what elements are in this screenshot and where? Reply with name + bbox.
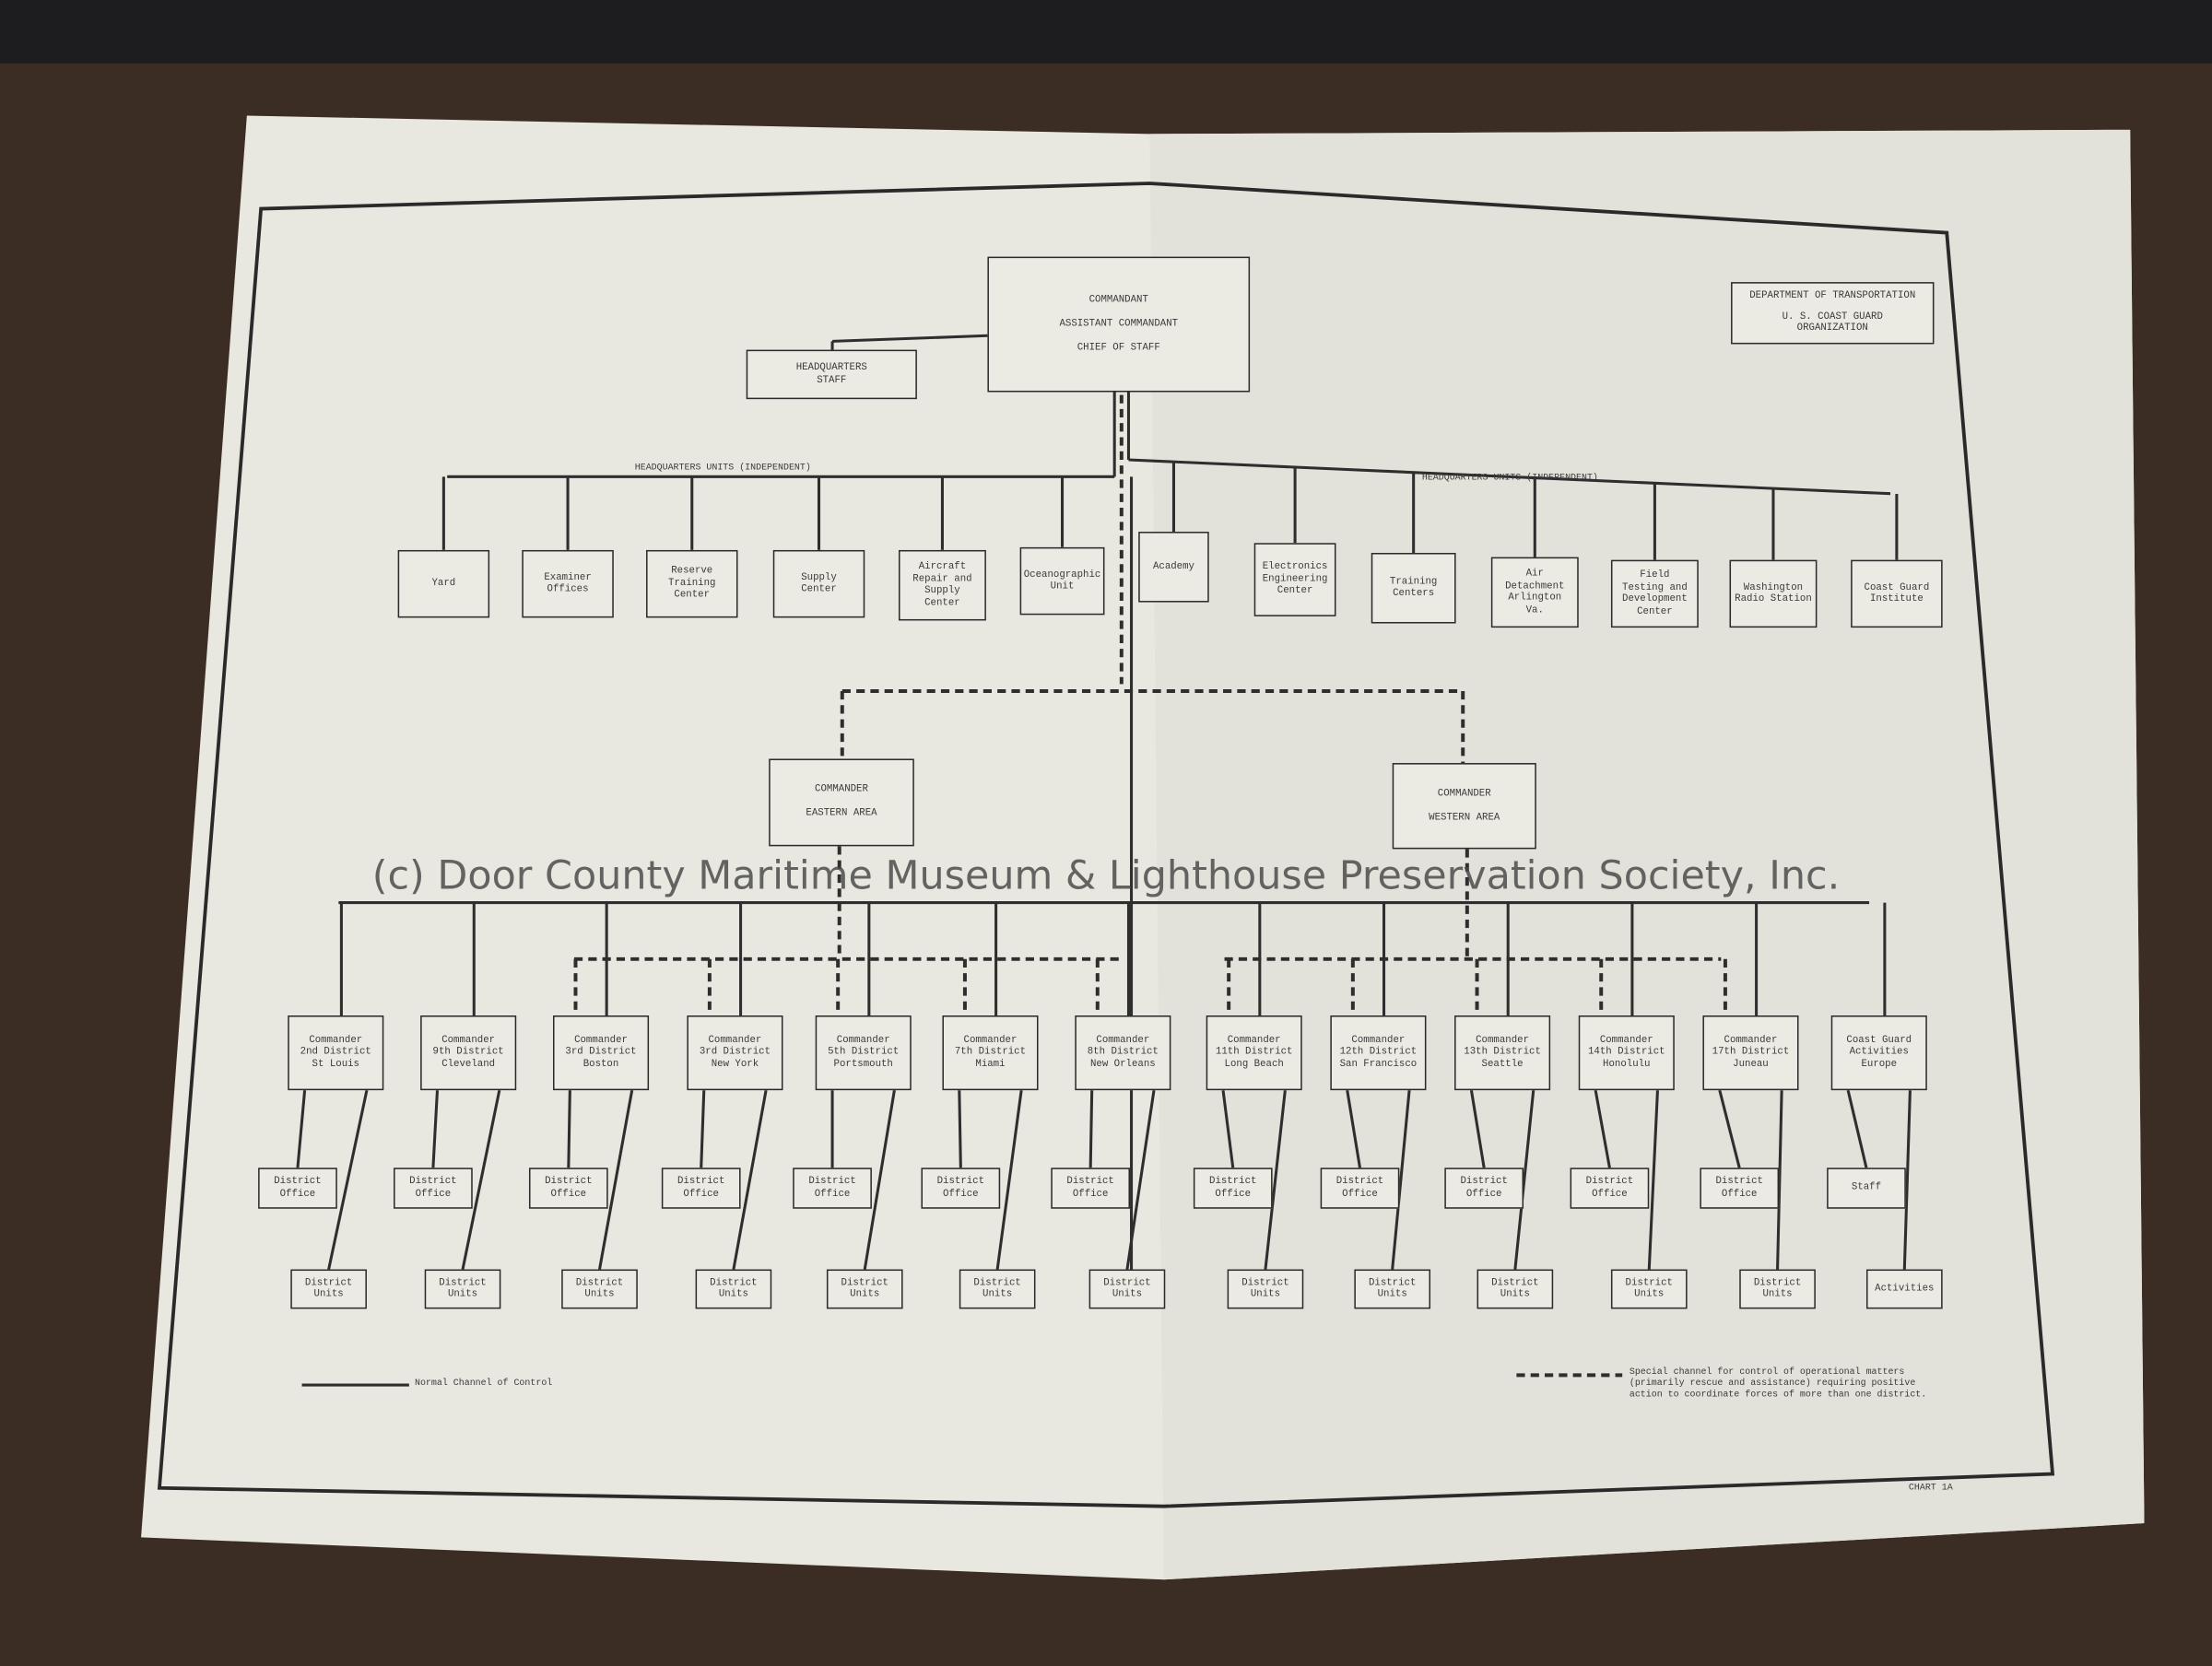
district-office-box: District Office — [793, 1167, 872, 1209]
connector-line — [597, 1089, 634, 1270]
district-units-box: District Units — [290, 1269, 367, 1309]
district-commander-box: Commander 17th District Juneau — [1702, 1015, 1799, 1091]
district-units-box: District Units — [561, 1269, 638, 1309]
district-commander-box: Commander 14th District Honolulu — [1578, 1015, 1675, 1091]
district-commander-box: Commander 3rd District New York — [687, 1015, 783, 1091]
staff-connector — [831, 334, 988, 343]
commandant-box: COMMANDANT ASSISTANT COMMANDANT CHIEF OF… — [987, 256, 1251, 393]
connector-line — [1391, 1090, 1411, 1270]
connector-line — [1902, 1090, 1912, 1270]
district-office-box: District Office — [661, 1167, 741, 1209]
legend-normal-label: Normal Channel of Control — [414, 1378, 553, 1389]
connector-line — [863, 1089, 896, 1270]
connector-line — [700, 1090, 706, 1168]
connector-line — [461, 1089, 501, 1270]
district-commander-box: Commander 2nd District St Louis — [288, 1015, 384, 1091]
district-units-box: District Units — [1354, 1269, 1431, 1309]
district-commander-box: Commander 7th District Miami — [942, 1015, 1039, 1091]
district-units-box: District Units — [826, 1269, 903, 1309]
district-office-box: District Office — [1193, 1167, 1273, 1209]
hq-unit-box: Examiner Offices — [522, 549, 614, 618]
connector-line — [1125, 1089, 1156, 1270]
hq-unit-box: Field Testing and Development Center — [1610, 559, 1699, 628]
district-units-box: District Units — [695, 1269, 772, 1309]
hq-units-left-title: HEADQUARTERS UNITS (INDEPENDENT) — [634, 463, 811, 473]
hq-unit-box: Aircraft Repair and Supply Center — [898, 549, 986, 621]
district-office-box: District Office — [921, 1167, 1001, 1209]
connector-line — [1776, 1090, 1783, 1270]
legend-special-label: Special channel for control of operation… — [1629, 1367, 1927, 1400]
connector-line — [1088, 1090, 1094, 1168]
hq-unit-box: Yard — [397, 549, 490, 618]
connector-line — [1846, 1089, 1868, 1168]
chart-id-label: CHART 1A — [1908, 1482, 1953, 1493]
connector-line — [1647, 1090, 1659, 1270]
connector-line — [327, 1089, 369, 1270]
hq-unit-box: Washington Radio Station — [1729, 559, 1818, 628]
watermark-text: (c) Door County Maritime Museum & Lighth… — [371, 851, 1841, 898]
western-area-box: COMMANDER WESTERN AREA — [1392, 763, 1536, 850]
district-units-box: District Units — [1477, 1269, 1554, 1309]
connector-line — [995, 1089, 1023, 1270]
connector-line — [1264, 1089, 1287, 1270]
district-office-box: District Office — [528, 1167, 608, 1209]
connector-line — [1221, 1089, 1235, 1168]
connector-line — [296, 1090, 307, 1168]
district-units-box: District Units — [424, 1269, 501, 1309]
connector-line — [431, 1090, 440, 1168]
connector-line — [1594, 1089, 1611, 1168]
district-office-box: Staff — [1827, 1167, 1906, 1209]
connector-line — [1718, 1089, 1741, 1168]
hq-staff-box: HEADQUARTERS STAFF — [746, 349, 917, 400]
connector-line — [958, 1090, 962, 1168]
connector-line — [567, 1090, 571, 1168]
district-units-box: District Units — [1088, 1269, 1166, 1309]
district-office-box: District Office — [1444, 1167, 1524, 1209]
district-units-box: District Units — [1739, 1269, 1816, 1309]
eastern-area-box: COMMANDER EASTERN AREA — [769, 758, 914, 847]
district-commander-box: Commander 11th District Long Beach — [1206, 1015, 1302, 1091]
district-units-box: District Units — [1610, 1269, 1688, 1309]
hq-unit-box: Electronics Engineering Center — [1253, 543, 1336, 616]
district-units-box: District Units — [959, 1269, 1036, 1309]
district-office-box: District Office — [1570, 1167, 1650, 1209]
hq-unit-box: Reserve Training Center — [646, 549, 738, 618]
district-office-box: District Office — [1051, 1167, 1131, 1209]
district-office-box: District Office — [394, 1167, 473, 1209]
district-office-box: District Office — [1320, 1167, 1400, 1209]
district-commander-box: Commander 12th District San Francisco — [1330, 1015, 1427, 1091]
district-commander-box: Commander 9th District Cleveland — [420, 1015, 517, 1091]
hq-unit-box: Supply Center — [772, 549, 865, 618]
keyboard-edge — [0, 0, 2212, 64]
connector-line — [1469, 1089, 1486, 1168]
organization-label: U. S. COAST GUARD ORGANIZATION — [1782, 311, 1883, 335]
district-commander-box: Commander 13th District Seattle — [1454, 1015, 1551, 1091]
hq-unit-box: Oceanographic Unit — [1019, 546, 1105, 616]
district-units-box: District Units — [1227, 1269, 1304, 1309]
department-label: DEPARTMENT OF TRANSPORTATION — [1749, 290, 1916, 302]
hq-unit-box: Coast Guard Institute — [1851, 559, 1943, 628]
district-commander-box: Commander 3rd District Boston — [552, 1015, 650, 1091]
hq-unit-box: Training Centers — [1371, 552, 1456, 624]
hq-units-right-title: HEADQUARTERS UNITS (INDEPENDENT) — [1421, 472, 1598, 483]
district-commander-box: Coast Guard Activities Europe — [1830, 1015, 1927, 1091]
connector-line — [1346, 1089, 1362, 1168]
district-commander-box: Commander 8th District New Orleans — [1075, 1015, 1171, 1091]
header-title-box: DEPARTMENT OF TRANSPORTATION U. S. COAST… — [1731, 282, 1935, 345]
district-units-box: Activities — [1865, 1269, 1943, 1309]
district-commander-box: Commander 5th District Portsmouth — [815, 1015, 912, 1091]
district-office-box: District Office — [1700, 1167, 1780, 1209]
hq-unit-box: Air Detachment Arlington Va. — [1490, 557, 1579, 628]
connector-line — [732, 1089, 768, 1270]
hq-units-right-bar — [1128, 458, 1891, 496]
hq-unit-box: Academy — [1138, 532, 1209, 603]
connector-line — [1513, 1089, 1535, 1270]
district-office-box: District Office — [258, 1167, 337, 1209]
chart-border — [157, 182, 2055, 1508]
